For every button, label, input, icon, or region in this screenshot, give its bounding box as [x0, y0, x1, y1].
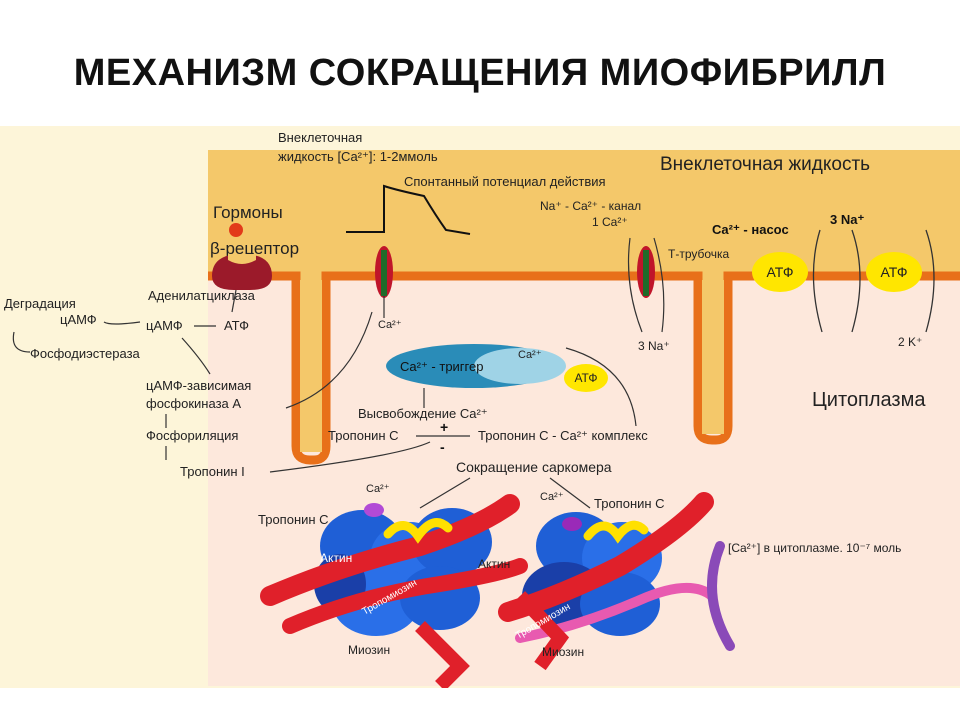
- two-k-label: 2 K⁺: [898, 335, 922, 349]
- extracellular-band: [208, 150, 960, 280]
- atp-label-cascade: АТФ: [224, 318, 249, 333]
- myofibril-diagram: Внеклеточная жидкость [Ca²⁺]: 1-2ммоль С…: [4, 130, 960, 691]
- three-na-top-label: 3 Na⁺: [830, 212, 864, 227]
- troponin-complex-label: Тропонин С - Ca²⁺ комплекс: [478, 428, 648, 443]
- calcium-channel-left-icon: [375, 246, 393, 298]
- sarcomere-contraction-label: Сокращение саркомера: [456, 459, 612, 475]
- ca-small-label: Ca²⁺: [378, 319, 402, 331]
- phosphorylation-label: Фосфориляция: [146, 428, 238, 443]
- myosin-label-left: Миозин: [348, 643, 390, 657]
- ca-trigger-label: Ca²⁺ - триггер: [400, 359, 483, 374]
- t-tubule-right: [702, 280, 724, 434]
- three-na-bottom-label: 3 Na⁺: [638, 339, 670, 353]
- extracellular-label-small: Внеклеточная: [278, 130, 362, 145]
- atp-ellipse-trigger: [564, 364, 608, 392]
- receptor-icon: [212, 254, 272, 290]
- atp-ellipse-na-k: [866, 252, 922, 292]
- na-ca-channel-label: Na⁺ - Ca²⁺ - канал: [540, 199, 641, 213]
- ca-pump-label: Ca²⁺ - насос: [712, 222, 789, 237]
- camp-dependent-label: цАМФ-зависимая: [146, 378, 251, 393]
- minus-sign: -: [440, 439, 445, 455]
- phosphodiesterase-label: Фосфодиэстераза: [30, 346, 141, 361]
- diagram-area: Внеклеточная жидкость [Ca²⁺]: 1-2ммоль С…: [0, 126, 960, 691]
- cytoplasm-label: Цитоплазма: [812, 389, 926, 411]
- hormones-label: Гормоны: [213, 203, 283, 222]
- one-ca-label: 1 Ca²⁺: [592, 215, 628, 229]
- troponin-c-label: Тропонин С: [328, 428, 399, 443]
- ca-label-right: Ca²⁺: [540, 491, 564, 503]
- plus-sign: +: [440, 419, 448, 435]
- troponin-c-label-left: Тропонин С: [258, 512, 329, 527]
- camp-label-left: цАМФ: [60, 312, 97, 327]
- atp-label-na-k: АТФ: [881, 264, 908, 280]
- t-tubule-label: Т-трубочка: [668, 247, 730, 261]
- adenylate-cyclase-label: Аденилатциклаза: [148, 288, 256, 303]
- extracellular-conc-label: жидкость [Ca²⁺]: 1-2ммоль: [278, 149, 438, 164]
- na-ca-channel-icon: [637, 246, 655, 298]
- phosphokinase-a-label: фосфокиназа А: [146, 396, 241, 411]
- atp-ellipse-pump: [752, 252, 808, 292]
- myosin-label-right: Миозин: [542, 645, 584, 659]
- actin-label-right: Актин: [478, 557, 510, 571]
- ca-ion-left-icon: [364, 503, 384, 517]
- atp-label-trigger: АТФ: [574, 371, 597, 385]
- action-potential-curve: [346, 184, 471, 235]
- actin-label-left: Актин: [320, 551, 352, 565]
- ca-small-label-2: Ca²⁺: [518, 349, 542, 361]
- ca-release-label: Высвобождение Ca²⁺: [358, 406, 488, 421]
- actin-complex-right: [498, 492, 735, 671]
- cell-membrane: [208, 271, 960, 465]
- ca-ion-right-icon: [562, 517, 582, 531]
- ca-label-left: Ca²⁺: [366, 483, 390, 495]
- troponin-i-label: Тропонин I: [180, 464, 245, 479]
- t-tubule-left: [300, 280, 322, 452]
- extracellular-fluid-label: Внеклеточная жидкость: [660, 154, 870, 175]
- slide-title: МЕХАНИЗМ СОКРАЩЕНИЯ МИОФИБРИЛЛ: [73, 52, 887, 94]
- atp-label-pump: АТФ: [767, 264, 794, 280]
- camp-label: цАМФ: [146, 318, 183, 333]
- cytoplasm-conc-label: [Ca²⁺] в цитоплазме. 10⁻⁷ моль: [728, 541, 901, 555]
- action-potential-label: Спонтанный потенциал действия: [404, 174, 606, 189]
- hormone-icon: [229, 223, 243, 237]
- beta-receptor-label: β-рецептор: [210, 239, 299, 258]
- degradation-label: Деградация: [4, 296, 76, 311]
- troponin-c-label-right: Тропонин С: [594, 496, 665, 511]
- actin-complex-left: [260, 494, 528, 691]
